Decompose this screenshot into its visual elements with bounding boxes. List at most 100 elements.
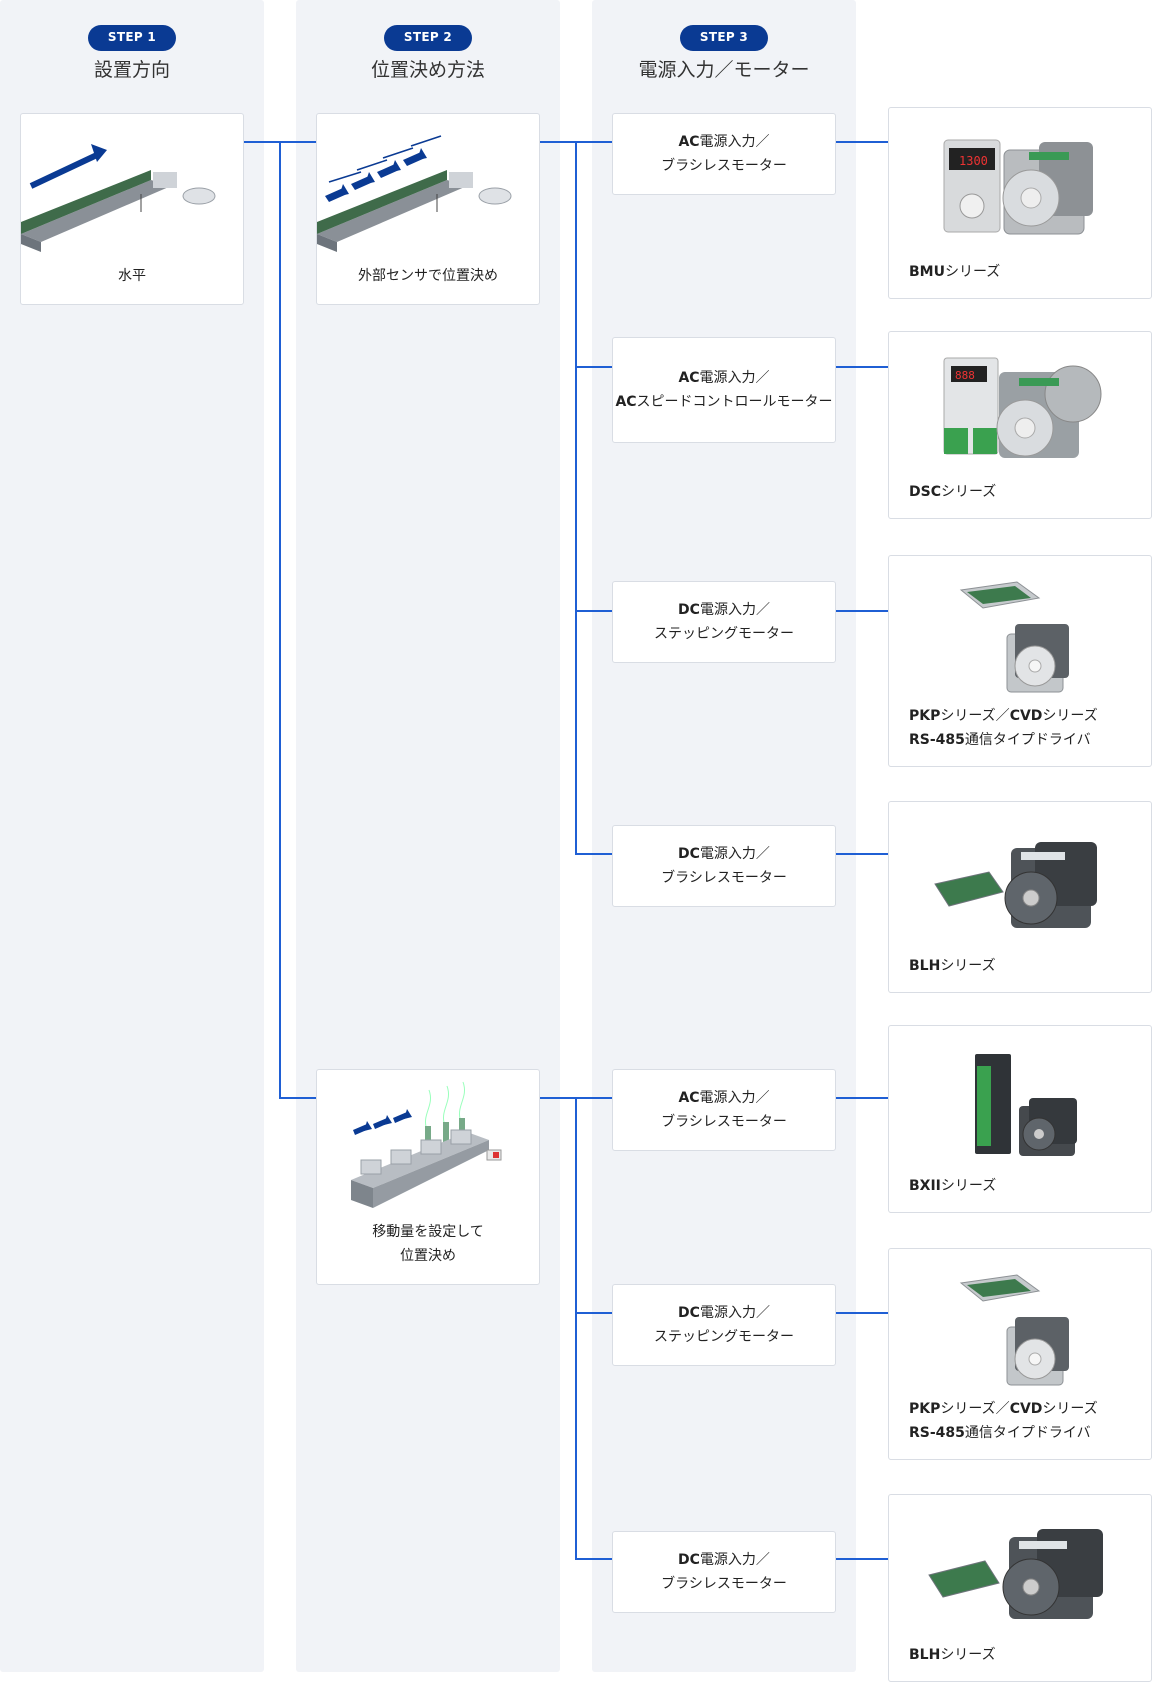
step3-card-2-line1: AC電源入力／ xyxy=(615,366,832,390)
product-label-blh-1: BLHシリーズ xyxy=(909,954,996,978)
product-pkp-2-line2-rest: 通信タイプドライバ xyxy=(964,1425,1091,1441)
product-label-pkp-cvd-2-line2: RS-485通信タイプドライバ xyxy=(909,1421,1098,1445)
product-label-pkp-cvd-2-line1: PKPシリーズ／CVDシリーズ xyxy=(909,1397,1098,1421)
connector-line xyxy=(836,1312,888,1314)
step3-card-4-bold: DC xyxy=(678,846,700,862)
product-label-dsc: DSCシリーズ xyxy=(909,480,996,504)
connector-line xyxy=(836,853,888,855)
product-card-dsc[interactable]: 888 DSCシリーズ xyxy=(888,331,1152,519)
step3-card-6-line2: ステッピングモーター xyxy=(654,1329,794,1345)
product-pkp-1-a-bold: PKP xyxy=(909,708,941,724)
step3-card-2-rest: 電源入力／ xyxy=(699,370,770,386)
blh-motor-icon xyxy=(928,1529,1103,1619)
step3-card-5-line2: ブラシレスモーター xyxy=(661,1114,787,1130)
product-label-pkp-cvd-2: PKPシリーズ／CVDシリーズ RS-485通信タイプドライバ xyxy=(909,1397,1098,1445)
step3-header: STEP 3 電源入力／モーター xyxy=(592,25,856,83)
move-amount-conveyor-icon xyxy=(351,1081,502,1208)
product-pkp-2-a-bold: PKP xyxy=(909,1401,941,1417)
step3-card-7-line2: ブラシレスモーター xyxy=(661,1576,787,1592)
step3-card-6[interactable]: DC電源入力／ ステッピングモーター xyxy=(612,1284,836,1366)
step3-card-2[interactable]: AC電源入力／ ACスピードコントロールモーター xyxy=(612,337,836,443)
step3-card-6-line1: DC電源入力／ xyxy=(654,1301,794,1325)
product-card-bxii[interactable]: BXIIシリーズ xyxy=(888,1025,1152,1213)
product-pkp-2-line2-bold: RS-485 xyxy=(909,1425,965,1441)
product-card-pkp-cvd-2[interactable]: PKPシリーズ／CVDシリーズ RS-485通信タイプドライバ xyxy=(888,1248,1152,1460)
product-pkp-1-a-rest: シリーズ／ xyxy=(940,708,1010,724)
step3-card-1-line2: ブラシレスモーター xyxy=(661,158,787,174)
step3-card-7-text: DC電源入力／ ブラシレスモーター xyxy=(661,1548,787,1596)
connector-line xyxy=(575,853,612,855)
step3-card-5-rest: 電源入力／ xyxy=(699,1090,770,1106)
step3-card-5-line1: AC電源入力／ xyxy=(661,1086,787,1110)
step2-title: 位置決め方法 xyxy=(370,59,485,81)
connector-line xyxy=(575,1558,612,1560)
connector-line xyxy=(836,1558,888,1560)
step3-card-3[interactable]: DC電源入力／ ステッピングモーター xyxy=(612,581,836,663)
connector-line xyxy=(836,366,888,368)
product-card-pkp-cvd-1[interactable]: PKPシリーズ／CVDシリーズ RS-485通信タイプドライバ xyxy=(888,555,1152,767)
step3-card-7[interactable]: DC電源入力／ ブラシレスモーター xyxy=(612,1531,836,1613)
connector-line xyxy=(836,1097,888,1099)
step3-card-2-line2: ACスピードコントロールモーター xyxy=(615,390,832,414)
product-dsc-name-bold: DSC xyxy=(909,484,941,500)
step2-card2-label-line2: 位置決め xyxy=(400,1248,456,1264)
connector-line xyxy=(575,610,612,612)
step3-card-6-rest: 電源入力／ xyxy=(699,1305,770,1321)
product-blh-2-name-bold: BLH xyxy=(909,1647,941,1663)
step3-card-3-bold: DC xyxy=(678,602,700,618)
product-label-blh-2-line: BLHシリーズ xyxy=(909,1643,996,1667)
step1-header: STEP 1 設置方向 xyxy=(0,25,264,83)
product-card-blh-1[interactable]: BLHシリーズ xyxy=(888,801,1152,993)
product-label-bxii: BXIIシリーズ xyxy=(909,1174,996,1198)
step2-card2-label-line1: 移動量を設定して xyxy=(372,1224,484,1240)
product-label-pkp-cvd-1-line2: RS-485通信タイプドライバ xyxy=(909,728,1098,752)
product-card-bmu[interactable]: 1300 BMUシリーズ xyxy=(888,107,1152,299)
product-pkp-1-b-rest: シリーズ xyxy=(1042,708,1098,724)
step3-card-1-bold: AC xyxy=(678,134,700,150)
product-dsc-name-rest: シリーズ xyxy=(940,484,997,500)
connector-line xyxy=(575,1097,577,1559)
svg-text:1300: 1300 xyxy=(959,154,988,168)
step3-card-7-rest: 電源入力／ xyxy=(699,1552,770,1568)
step3-card-3-line1: DC電源入力／ xyxy=(654,598,794,622)
product-bmu-name-rest: シリーズ xyxy=(944,264,1001,280)
connector-line xyxy=(836,610,888,612)
product-pkp-2-b-rest: シリーズ xyxy=(1042,1401,1098,1417)
product-pkp-2-a-rest: シリーズ／ xyxy=(940,1401,1010,1417)
step1-card-label: 水平 xyxy=(118,268,146,284)
stepping-motor-driver-icon xyxy=(959,1274,1069,1386)
step2-card2-label: 移動量を設定して 位置決め xyxy=(317,1220,539,1268)
sensor-conveyor-icon xyxy=(317,135,512,252)
step2-card-external-sensor[interactable]: 外部センサで位置決め xyxy=(316,113,540,305)
step3-card-2-bold: AC xyxy=(678,370,700,386)
bmu-motor-icon: 1300 xyxy=(943,139,1093,235)
svg-text:888: 888 xyxy=(955,369,975,382)
product-pkp-1-line2-bold: RS-485 xyxy=(909,732,965,748)
step3-card-5[interactable]: AC電源入力／ ブラシレスモーター xyxy=(612,1069,836,1151)
stepping-motor-driver-icon xyxy=(959,581,1069,693)
product-bxii-name-rest: シリーズ xyxy=(940,1178,997,1194)
step3-card-3-rest: 電源入力／ xyxy=(699,602,770,618)
step2-card-move-amount[interactable]: 移動量を設定して 位置決め xyxy=(316,1069,540,1285)
step3-card-4-rest: 電源入力／ xyxy=(699,846,770,862)
connector-line xyxy=(575,366,612,368)
blh-motor-icon xyxy=(934,842,1097,928)
product-label-bxii-line: BXIIシリーズ xyxy=(909,1174,996,1198)
connector-line xyxy=(575,141,577,855)
product-blh-1-name-rest: シリーズ xyxy=(940,958,996,974)
step3-card-1[interactable]: AC電源入力／ ブラシレスモーター xyxy=(612,113,836,195)
step3-card-5-text: AC電源入力／ ブラシレスモーター xyxy=(661,1086,787,1134)
product-label-pkp-cvd-1-line1: PKPシリーズ／CVDシリーズ xyxy=(909,704,1098,728)
step1-card-horizontal[interactable]: 水平 xyxy=(20,113,244,305)
product-label-dsc-line: DSCシリーズ xyxy=(909,480,996,504)
connector-line xyxy=(575,1312,612,1314)
step3-card-2-line2-rest: スピードコントロールモーター xyxy=(636,394,833,410)
product-bmu-name-bold: BMU xyxy=(909,264,945,280)
product-label-pkp-cvd-1: PKPシリーズ／CVDシリーズ RS-485通信タイプドライバ xyxy=(909,704,1098,752)
step3-card-4-line1: DC電源入力／ xyxy=(661,842,787,866)
step3-card-6-text: DC電源入力／ ステッピングモーター xyxy=(654,1301,794,1349)
product-card-blh-2[interactable]: BLHシリーズ xyxy=(888,1494,1152,1682)
product-pkp-2-b-bold: CVD xyxy=(1009,1401,1043,1417)
step3-card-4-text: DC電源入力／ ブラシレスモーター xyxy=(661,842,787,890)
step3-card-4[interactable]: DC電源入力／ ブラシレスモーター xyxy=(612,825,836,907)
